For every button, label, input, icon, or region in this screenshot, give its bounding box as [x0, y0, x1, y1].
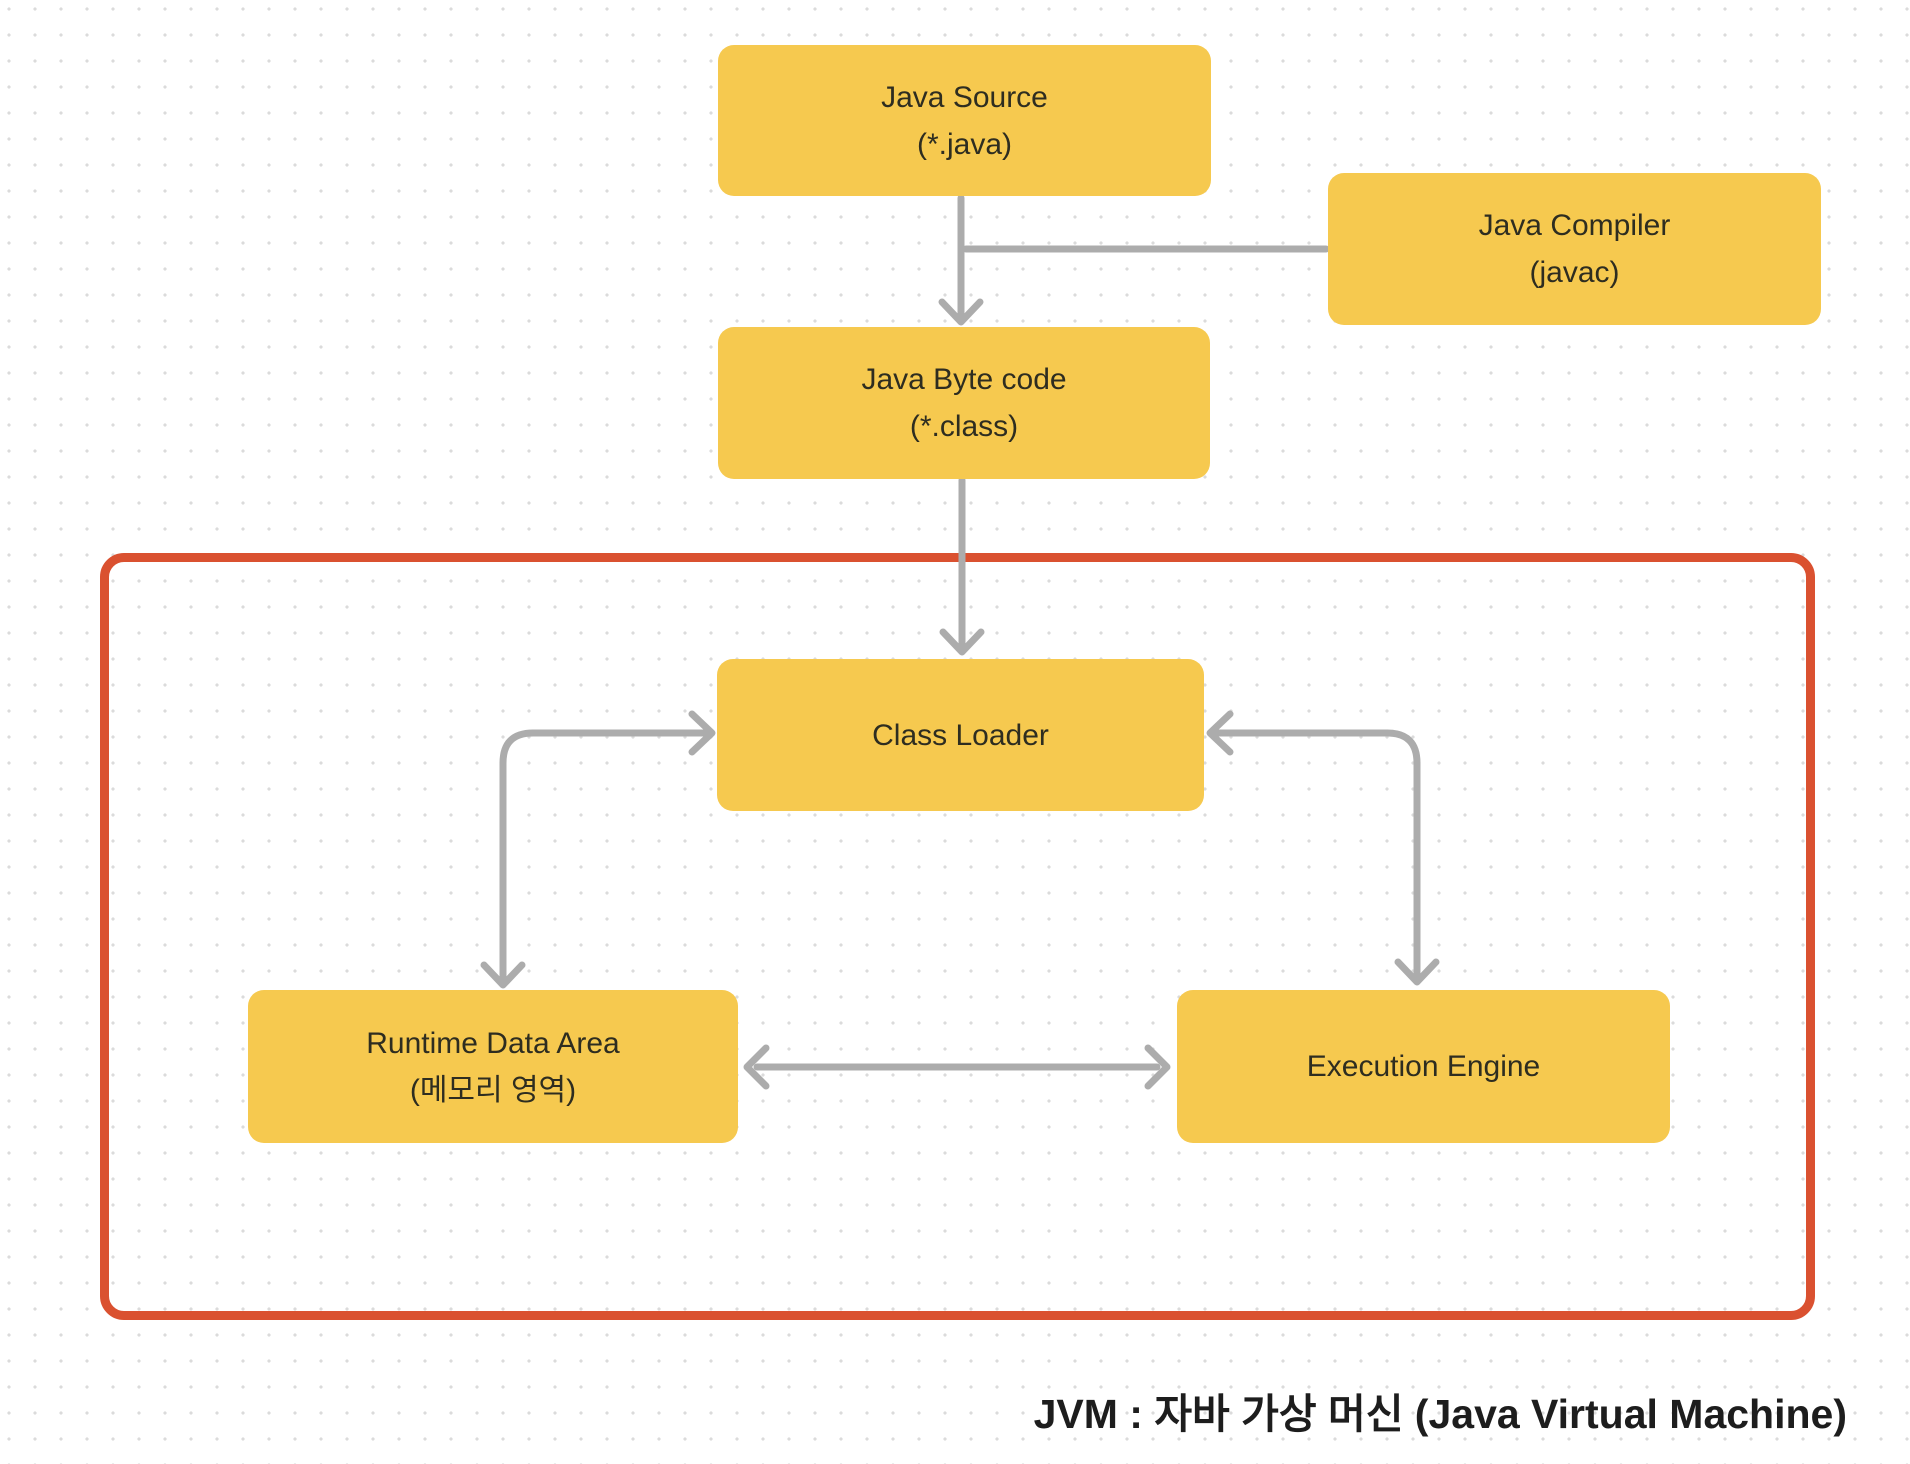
node-java-source: Java Source (*.java)	[718, 45, 1211, 196]
arrow-bytecode-to-classloader	[939, 476, 985, 656]
jvm-boundary-box	[100, 553, 1815, 1320]
connector-classloader-runtime-data-area	[480, 710, 716, 989]
node-subtitle: (*.class)	[909, 410, 1019, 443]
arrow-runtime-execution-bidirectional	[743, 1044, 1171, 1090]
node-title: Runtime Data Area	[366, 1026, 620, 1060]
node-title: Class Loader	[872, 718, 1049, 752]
node-runtime-data-area: Runtime Data Area (메모리 영역)	[248, 990, 738, 1143]
node-title: Java Byte code	[861, 363, 1067, 396]
jvm-caption: JVM : 자바 가상 머신 (Java Virtual Machine)	[1033, 1391, 1847, 1437]
node-java-compiler: Java Compiler (javac)	[1328, 173, 1821, 325]
connector-classloader-execution-engine	[1206, 710, 1440, 986]
node-subtitle: (*.java)	[916, 127, 1013, 161]
node-subtitle: (메모리 영역)	[409, 1073, 577, 1107]
node-execution-engine: Execution Engine	[1177, 990, 1670, 1143]
node-title: Java Compiler	[1478, 209, 1671, 242]
node-java-byte-code: Java Byte code (*.class)	[718, 327, 1210, 479]
node-class-loader: Class Loader	[717, 659, 1204, 811]
arrow-source-to-bytecode	[938, 194, 984, 326]
node-subtitle: (javac)	[1529, 256, 1620, 289]
node-title: Execution Engine	[1306, 1050, 1541, 1083]
node-title: Java Source	[881, 80, 1048, 114]
